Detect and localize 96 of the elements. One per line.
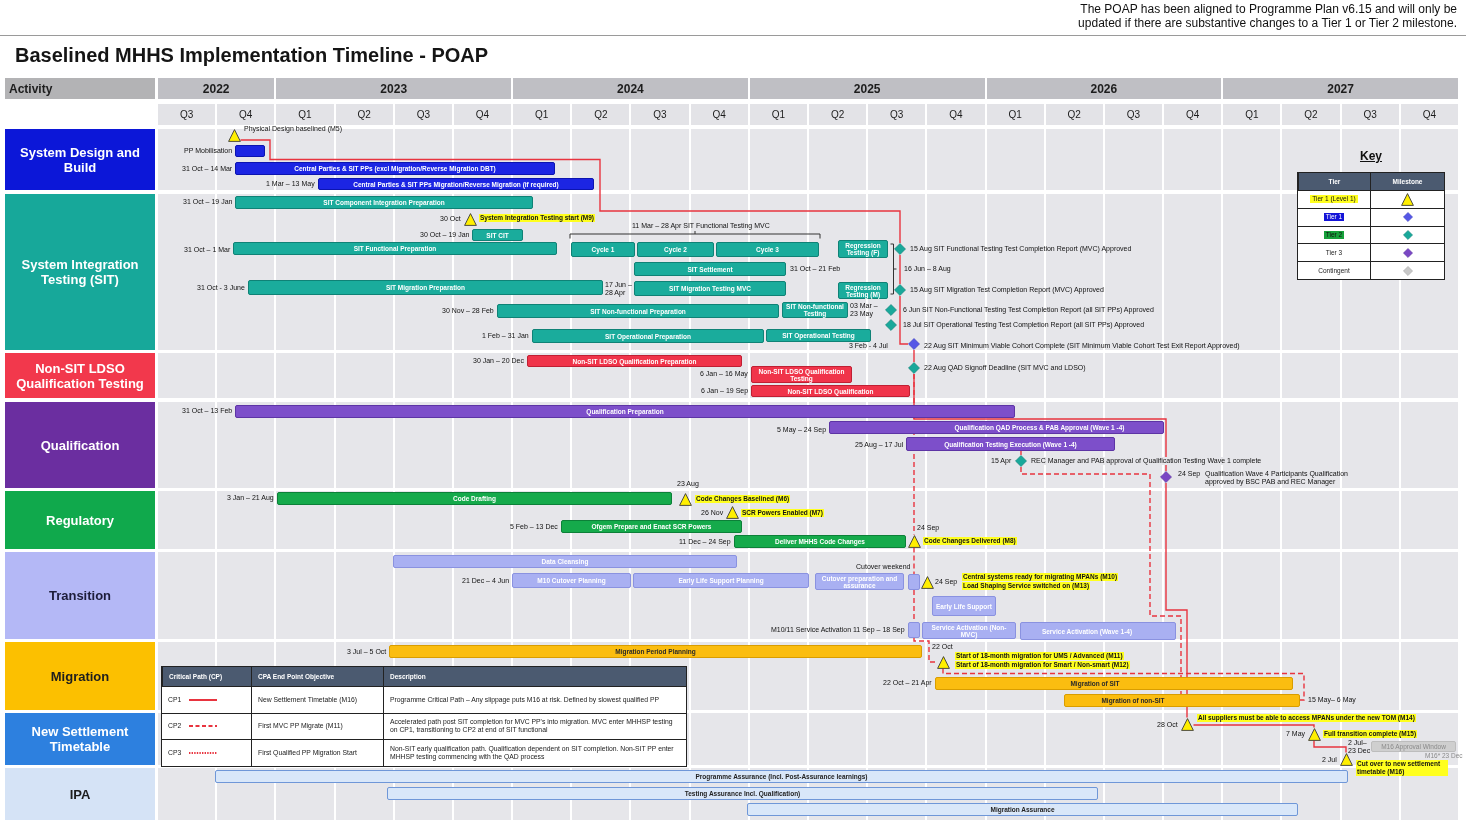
task-bar: [747, 803, 1298, 816]
task-bar: [497, 304, 779, 318]
critical-path-line: [913, 546, 915, 575]
task-bar: [838, 282, 888, 299]
year-header: 2022: [158, 78, 275, 99]
critical-path-line: [1020, 466, 1182, 695]
task-bar: [532, 329, 764, 343]
task-bar: [634, 281, 786, 296]
task-bar: [512, 573, 631, 588]
column-header: Activity: [5, 78, 155, 99]
task-bar: [932, 596, 996, 616]
task-bar: [1371, 741, 1456, 752]
task-bar: [472, 229, 523, 241]
quarter-header: Q4: [217, 104, 275, 125]
task-bar: [1020, 622, 1176, 640]
task-bar: [235, 145, 265, 157]
quarter-header: Q1: [749, 104, 807, 125]
task-bar: [235, 162, 555, 175]
quarter-header: Q4: [927, 104, 985, 125]
page-note: The POAP has been aligned to Programme Plan v6.15 and will only be updated if there are substantive changes to a Tier 1 or Tier 2 milestone.: [1077, 2, 1457, 30]
quarter-header: Q1: [513, 104, 571, 125]
critical-path-line: [239, 139, 901, 244]
lane-title: Non-SIT LDSO Qualification Testing: [15, 360, 145, 391]
task-bar: [561, 520, 742, 533]
quarter-header: Q4: [690, 104, 748, 125]
year-header: 2026: [986, 78, 1222, 99]
quarter-header: Q3: [1104, 104, 1163, 125]
critical-path-line: [899, 254, 901, 285]
task-bar: [235, 196, 533, 209]
quarter-header: Q4: [1164, 104, 1222, 125]
task-bar: [906, 437, 1115, 451]
page-title: Baselined MHHS Implementation Timeline - POAP: [15, 43, 489, 67]
quarter-header: Q3: [158, 104, 216, 125]
critical-path-line: [913, 373, 915, 536]
quarter-header: Q1: [276, 104, 334, 125]
critical-path-line: [913, 349, 915, 363]
quarter-header: Q2: [335, 104, 393, 125]
task-bar: [387, 787, 1098, 800]
quarter-header: Q3: [868, 104, 926, 125]
critical-path-line: [1020, 450, 1022, 456]
quarter-header: Q3: [394, 104, 452, 125]
task-bar: [829, 421, 1164, 434]
lane-title: Regulatory: [46, 512, 114, 528]
quarter-header: Q2: [572, 104, 630, 125]
quarter-header: Q2: [808, 104, 867, 125]
task-bar: [637, 242, 714, 257]
lane-title: System Integration Testing (SIT): [20, 257, 140, 287]
year-header: 2024: [513, 78, 748, 99]
task-bar: [527, 355, 742, 367]
quarter-header: Q4: [453, 104, 512, 125]
quarter-header: Q3: [1341, 104, 1399, 125]
lane-title: New Settlement Timetable: [30, 724, 130, 754]
quarter-header: Q3: [631, 104, 689, 125]
critical-path-line: [1165, 482, 1188, 719]
lane-title: Transition: [48, 588, 112, 603]
task-bar: [634, 262, 786, 276]
lane-title: Migration: [50, 668, 110, 684]
task-bar: [922, 622, 1016, 639]
critical-path-line: [1192, 724, 1315, 729]
task-bar: [393, 555, 737, 568]
task-bar: [571, 242, 635, 257]
task-bar: [734, 535, 906, 548]
task-bar: [1064, 694, 1300, 707]
task-bar: [908, 574, 920, 590]
task-bar: [318, 178, 594, 190]
task-bar: [233, 242, 557, 255]
critical-path-line: [1313, 739, 1347, 754]
task-bar: [815, 573, 904, 590]
lane-title: System Design and Build: [19, 144, 141, 175]
task-bar: [751, 385, 910, 397]
lane-title: Qualification: [40, 437, 120, 453]
task-bar: [838, 240, 888, 258]
critical-path-line: [942, 667, 1305, 701]
critical-path-line: [913, 637, 938, 663]
task-bar: [215, 770, 1348, 783]
legend-title: Key: [1359, 149, 1383, 165]
quarter-header: Q1: [986, 104, 1044, 125]
year-header: 2025: [749, 78, 985, 99]
quarter-header: Q2: [1282, 104, 1340, 125]
task-bar: [248, 280, 603, 295]
task-bar: [935, 677, 1293, 690]
task-bar: [277, 492, 672, 505]
task-bar: [766, 329, 871, 342]
lane-title: IPA: [69, 786, 91, 802]
task-bar: [716, 242, 819, 257]
task-bar: [751, 366, 852, 383]
task-bar: [633, 573, 809, 588]
critical-path-line: [899, 295, 909, 345]
year-header: 2027: [1223, 78, 1458, 99]
year-header: 2023: [276, 78, 512, 99]
task-bar: [389, 645, 922, 658]
quarter-header: Q4: [1400, 104, 1458, 125]
task-bar: [235, 405, 1015, 418]
quarter-header: Q1: [1223, 104, 1281, 125]
task-bar: [908, 622, 920, 638]
quarter-header: Q2: [1045, 104, 1103, 125]
